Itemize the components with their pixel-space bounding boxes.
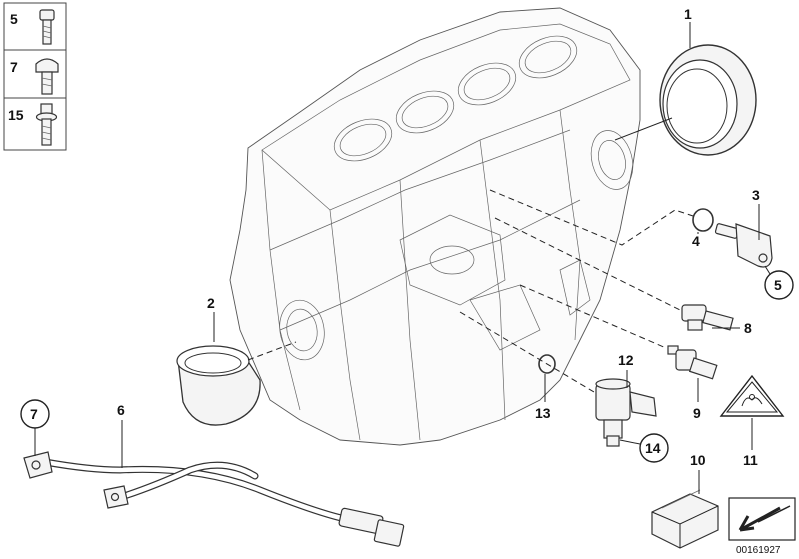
callout-2: 2 <box>207 295 215 311</box>
callout-11: 11 <box>743 452 758 468</box>
callout-3: 3 <box>752 187 760 203</box>
crankshaft-position-sensor <box>714 223 773 268</box>
catalog-number: 00161927 <box>736 545 781 556</box>
knock-sensor-harness <box>23 451 405 547</box>
legend-number-7: 7 <box>10 59 18 75</box>
callout-7: 7 <box>30 406 38 422</box>
callout-14: 14 <box>645 440 661 456</box>
flange-bolt-icon <box>35 103 58 146</box>
callout-10: 10 <box>690 452 706 468</box>
callout-14-circle <box>639 433 669 463</box>
callout-4: 4 <box>692 233 700 249</box>
legend-panel: 5 7 15 <box>3 2 67 151</box>
o-ring-4 <box>692 208 714 232</box>
callout-5: 5 <box>774 277 782 293</box>
callout-12: 12 <box>618 352 634 368</box>
legend-number-5: 5 <box>10 11 18 27</box>
callout-8: 8 <box>744 320 752 336</box>
warning-label-icon <box>719 374 785 417</box>
socket-head-bolt-icon <box>39 9 55 45</box>
callout-9: 9 <box>693 405 701 421</box>
hex-bolt-icon <box>35 58 59 95</box>
engine-block <box>229 7 641 446</box>
callout-1: 1 <box>684 6 692 22</box>
catalog-arrow-icon <box>728 497 796 541</box>
oil-pressure-switch <box>681 304 734 331</box>
oil-temperature-sensor <box>667 345 718 380</box>
front-crankshaft-seal <box>176 345 261 426</box>
callout-6: 6 <box>117 402 125 418</box>
o-ring-13 <box>538 354 556 374</box>
legend-number-15: 15 <box>8 107 24 123</box>
callout-13: 13 <box>535 405 551 421</box>
rear-crankshaft-seal <box>659 44 757 156</box>
repair-kit-box <box>651 489 719 549</box>
callout-5-circle <box>764 270 794 300</box>
solenoid-valve <box>595 378 657 447</box>
